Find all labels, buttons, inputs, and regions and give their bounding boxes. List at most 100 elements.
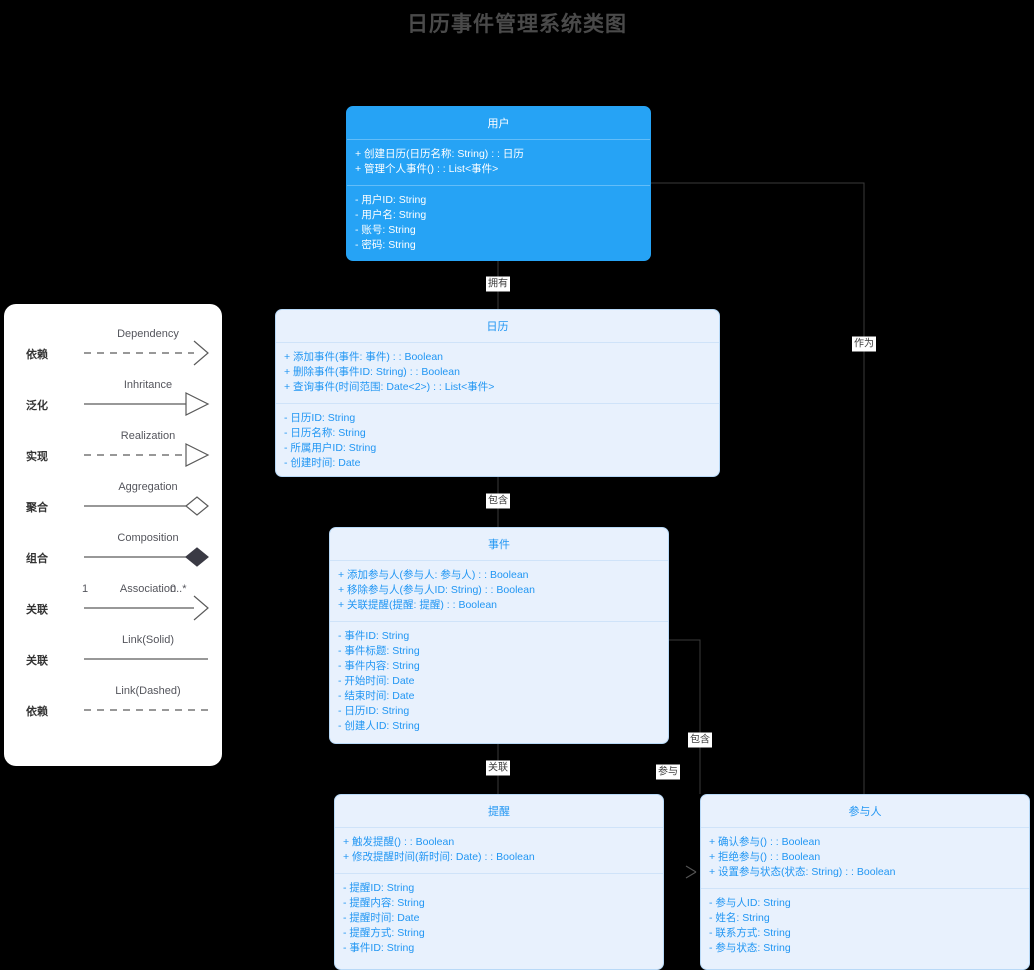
legend-connector-solid-filled-diamond-icon (82, 542, 212, 572)
class-name-user: 用户 (347, 107, 650, 140)
attribute-row: - 参与状态: String (709, 942, 791, 954)
legend-label-en: Inhritance (123, 379, 173, 391)
method-row: + 查询事件(时间范围: Date<2>) : : List<事件> (284, 381, 495, 393)
edge-label-user-calendar: 拥有 (486, 276, 510, 292)
arrowhead-user-participant-b (685, 871, 697, 879)
legend-row-2: 泛化 Inhritance (4, 379, 222, 433)
attribute-row: - 提醒ID: String (343, 882, 415, 894)
class-methods-event: + 添加参与人(参与人: 参与人) : : Boolean + 移除参与人(参与人… (330, 561, 668, 621)
attribute-row: - 账号: String (355, 224, 416, 236)
attribute-row: - 提醒时间: Date (343, 912, 420, 924)
edge-label-event-reminder: 关联 (486, 760, 510, 776)
legend-multiplicity-left: 1 (82, 583, 89, 595)
legend-connector-solid-hollow-triangle-icon (82, 389, 212, 419)
edge-label-user-participant: 作为 (852, 336, 876, 352)
connector-user-participant (651, 182, 865, 873)
attribute-row: - 事件ID: String (338, 630, 410, 642)
attribute-row: - 用户ID: String (355, 194, 427, 206)
attribute-row: - 密码: String (355, 239, 416, 251)
legend-connector-solid-open-arrow-icon (82, 593, 212, 623)
legend-label-cn: 关联 (26, 655, 48, 667)
legend-label-cn: 实现 (26, 451, 48, 463)
class-box-calendar[interactable]: 日历 + 添加事件(事件: 事件) : : Boolean + 删除事件(事件ID:… (275, 309, 720, 477)
legend-label-cn: 聚合 (26, 502, 48, 514)
method-row: + 设置参与状态(状态: String) : : Boolean (709, 866, 896, 878)
class-attributes-user: - 用户ID: String - 用户名: String - 账号: String -… (347, 185, 650, 260)
attribute-row: - 日历名称: String (284, 427, 366, 439)
legend-row-7: 关联 Link(Solid) (4, 634, 222, 688)
edge-label-participant-join: 参与 (656, 764, 680, 780)
legend-label-cn: 泛化 (26, 400, 48, 412)
class-box-participant[interactable]: 参与人 + 确认参与() : : Boolean + 拒绝参与() : : Bool… (700, 794, 1030, 970)
class-name-event: 事件 (330, 528, 668, 561)
attribute-row: - 联系方式: String (709, 927, 791, 939)
legend-connector-dashed-open-arrow-icon (82, 338, 212, 368)
legend-connector-solid-hollow-diamond-icon (82, 491, 212, 521)
class-methods-reminder: + 触发提醒() : : Boolean + 修改提醒时间(新时间: Date) … (335, 828, 663, 873)
edge-label-calendar-event: 包含 (486, 493, 510, 509)
class-attributes-calendar: - 日历ID: String - 日历名称: String - 所属用户ID: St… (276, 403, 719, 476)
legend-row-8: 依赖 Link(Dashed) (4, 685, 222, 739)
attribute-row: - 提醒内容: String (343, 897, 425, 909)
attribute-row: - 事件标题: String (338, 645, 420, 657)
class-methods-calendar: + 添加事件(事件: 事件) : : Boolean + 删除事件(事件ID: S… (276, 343, 719, 403)
attribute-row: - 事件内容: String (338, 660, 420, 672)
attribute-row: - 日历ID: String (338, 705, 410, 717)
method-row: + 删除事件(事件ID: String) : : Boolean (284, 366, 460, 378)
legend-label-cn: 依赖 (26, 349, 48, 361)
legend-multiplicity-right: 0..* (170, 583, 187, 595)
class-attributes-event: - 事件ID: String - 事件标题: String - 事件内容: Stri… (330, 621, 668, 742)
method-row: + 移除参与人(参与人ID: String) : : Boolean (338, 584, 535, 596)
page-title: 日历事件管理系统类图 (407, 13, 627, 36)
attribute-row: - 用户名: String (355, 209, 427, 221)
method-row: + 触发提醒() : : Boolean (343, 836, 455, 848)
attribute-row: - 参与人ID: String (709, 897, 791, 909)
method-row: + 修改提醒时间(新时间: Date) : : Boolean (343, 851, 535, 863)
legend-connector-solid-plain-icon (82, 644, 212, 674)
legend-label-cn: 依赖 (26, 706, 48, 718)
legend-label-cn: 关联 (26, 604, 48, 616)
class-attributes-reminder: - 提醒ID: String - 提醒内容: String - 提醒时间: Date… (335, 873, 663, 964)
class-box-user[interactable]: 用户 + 创建日历(日历名称: String) : : 日历 + 管理个人事件() … (346, 106, 651, 261)
class-methods-participant: + 确认参与() : : Boolean + 拒绝参与() : : Boolean… (701, 828, 1029, 888)
legend-label-en: Link(Solid) (122, 634, 174, 646)
legend-label-cn: 组合 (26, 553, 48, 565)
attribute-row: - 姓名: String (709, 912, 770, 924)
legend-label-en: Composition (117, 532, 179, 544)
legend-row-5: 组合 Composition (4, 532, 222, 586)
method-row: + 关联提醒(提醒: 提醒) : : Boolean (338, 599, 497, 611)
attribute-row: - 日历ID: String (284, 412, 356, 424)
class-box-event[interactable]: 事件 + 添加参与人(参与人: 参与人) : : Boolean + 移除参与人(参… (329, 527, 669, 744)
class-methods-user: + 创建日历(日历名称: String) : : 日历 + 管理个人事件() : … (347, 140, 650, 185)
method-row: + 管理个人事件() : : List<事件> (355, 163, 499, 175)
attribute-row: - 所属用户ID: String (284, 442, 377, 454)
arrowhead-user-participant-a (685, 865, 697, 873)
method-row: + 创建日历(日历名称: String) : : 日历 (355, 148, 524, 160)
attribute-row: - 事件ID: String (343, 942, 415, 954)
attribute-row: - 创建人ID: String (338, 720, 420, 732)
class-name-reminder: 提醒 (335, 795, 663, 828)
method-row: + 添加参与人(参与人: 参与人) : : Boolean (338, 569, 529, 581)
method-row: + 确认参与() : : Boolean (709, 836, 821, 848)
legend-row-6: 关联 Association 1 0..* (4, 583, 222, 637)
class-box-reminder[interactable]: 提醒 + 触发提醒() : : Boolean + 修改提醒时间(新时间: Date… (334, 794, 664, 970)
method-row: + 拒绝参与() : : Boolean (709, 851, 821, 863)
legend-row-3: 实现 Realization (4, 430, 222, 484)
attribute-row: - 创建时间: Date (284, 457, 361, 469)
class-name-participant: 参与人 (701, 795, 1029, 828)
legend-label-en: Realization (120, 430, 176, 442)
legend-connector-dashed-plain-icon (82, 695, 212, 725)
edge-label-event-participant: 包含 (688, 732, 712, 748)
legend-connector-dashed-hollow-triangle-icon (82, 440, 212, 470)
class-attributes-participant: - 参与人ID: String - 姓名: String - 联系方式: Strin… (701, 888, 1029, 964)
method-row: + 添加事件(事件: 事件) : : Boolean (284, 351, 443, 363)
class-name-calendar: 日历 (276, 310, 719, 343)
legend-label-en: Link(Dashed) (115, 685, 181, 697)
legend-label-en: Association (119, 583, 177, 595)
legend-label-en: Aggregation (118, 481, 178, 493)
legend-row-4: 聚合 Aggregation (4, 481, 222, 535)
attribute-row: - 提醒方式: String (343, 927, 425, 939)
